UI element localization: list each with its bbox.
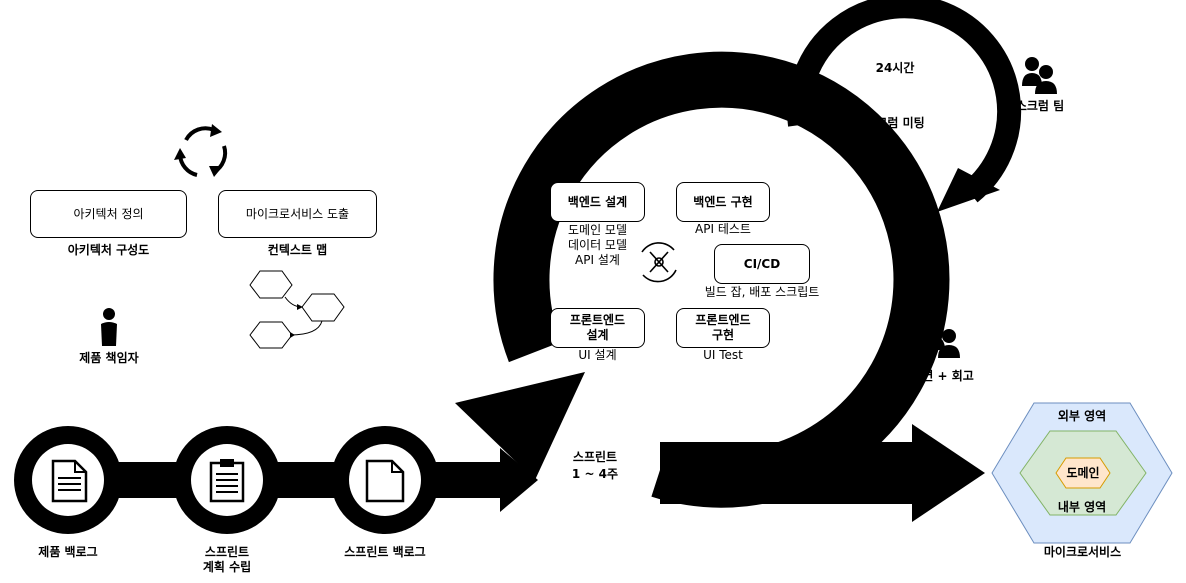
outer-region-label: 외부 영역 [1057,409,1107,423]
inner-region-label: 내부 영역 [1057,500,1107,514]
clipboard-icon [209,459,245,503]
backend-design-box[interactable]: 백엔드 설계 [550,182,645,222]
page-icon [365,459,405,503]
frontend-impl-sub: UI Test [703,348,743,362]
cicd-box[interactable]: CI/CD [714,244,810,284]
backend-design-sub-3: API 설계 [575,253,620,267]
frontend-design-sub: UI 설계 [578,348,617,362]
demo-group-icon [925,321,960,358]
architecture-diagram-label: 아키텍처 구성도 [67,243,150,257]
sprint-title: 스프린트 [572,450,618,464]
daily-scrum-hours: 24시간 [875,61,915,75]
microservice-derive-box[interactable]: 마이크로서비스 도출 [218,190,377,238]
backend-impl-box[interactable]: 백엔드 구현 [676,182,770,222]
backend-design-sub-2: 데이터 모델 [567,238,627,252]
person-icon [101,308,117,346]
daily-scrum-arc [787,0,1022,203]
planning-label-line-2: 계획 수립 [202,560,252,574]
frontend-design-line-2: 설계 [586,328,609,342]
product-backlog-label: 제품 백로그 [38,545,98,559]
sprint-duration: 1 ~ 4주 [571,467,619,481]
scrum-team-group-icon [1022,57,1057,94]
scrum-team-label: 스크럼 팀 [1015,99,1065,113]
tools-cycle-icon [641,242,677,283]
architecture-define-box[interactable]: 아키텍처 정의 [30,190,187,238]
daily-scrum-name: 스크럼 미팅 [865,116,925,130]
backlog-arrow-head [500,448,538,512]
release-arrow-shaft [660,442,915,504]
context-map-graphic [249,270,345,349]
daily-scrum-arrowhead [937,168,1000,212]
frontend-impl-line-1: 프론트엔드 [695,313,751,327]
product-owner-label: 제품 책임자 [79,351,139,365]
sprint-backlog-label: 스프린트 백로그 [344,545,426,559]
document-icon [51,459,88,503]
cicd-sub: 빌드 잡, 배포 스크립트 [704,285,820,299]
release-arrow-head [912,424,985,522]
demo-retro-label: 시연 + 회고 [911,369,974,383]
planning-label-line-1: 스프린트 [204,545,250,559]
context-map-label: 컨텍스트 맵 [267,243,328,257]
backend-impl-sub: API 테스트 [695,222,751,236]
frontend-impl-box[interactable]: 프론트엔드 구현 [676,308,770,348]
domain-label: 도메인 [1066,466,1100,480]
frontend-impl-line-2: 구현 [711,328,735,342]
microservice-caption: 마이크로서비스 [1043,545,1122,559]
backend-design-sub-1: 도메인 모델 [567,223,627,237]
domain-hexagon [1055,457,1111,489]
frontend-design-line-1: 프론트엔드 [569,313,626,327]
frontend-design-box[interactable]: 프론트엔드 설계 [550,308,645,348]
sprint-loop-arrowhead [455,372,585,480]
